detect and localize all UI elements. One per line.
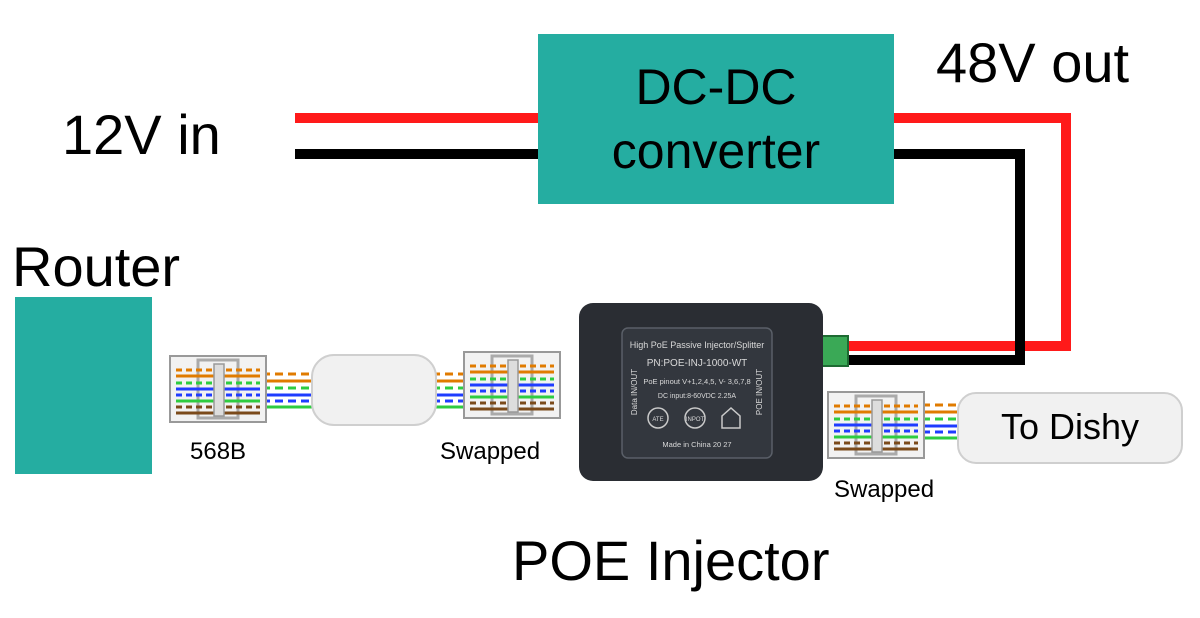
plate-part-number: PN:POE-INJ-1000-WT [647, 358, 748, 369]
dc-dc-converter-box [538, 34, 894, 204]
plate-badge-inpot: INPOT [686, 417, 705, 423]
router-box [15, 297, 152, 474]
rj45-plug-568b [168, 354, 268, 424]
poe-injector-label: POE Injector [512, 529, 830, 592]
power-out-label: 48V out [936, 31, 1130, 94]
to-dishy-label: To Dishy [1000, 406, 1140, 447]
cable-right [922, 403, 962, 440]
cable-left [260, 366, 320, 418]
home-icon [721, 406, 741, 429]
converter-line1: DC-DC [635, 59, 797, 115]
power-in-label: 12V in [62, 103, 221, 166]
ate-badge [647, 407, 669, 429]
plate-brand: High PoE Passive Injector/Splitter [630, 340, 765, 350]
converter-line2: converter [611, 123, 821, 179]
router-label: Router [12, 235, 181, 298]
output-black-wire [846, 149, 1025, 365]
rj45-plug-swapped-right [826, 390, 926, 460]
swapped-right-label: Swapped [834, 476, 935, 503]
swapped-left-label: Swapped [440, 438, 541, 465]
plate-made-in: Made in China 20 27 [662, 440, 731, 449]
output-red-wire [846, 113, 1071, 351]
plate-pinout: PoE pinout V+1,2,4,5, V- 3,6,7,8 [643, 377, 750, 386]
plate-dc-input: DC input:8-60VDC 2.25A [658, 393, 737, 400]
poe-injector-plate [621, 327, 773, 459]
plate-badge-ate: ATE [652, 417, 663, 423]
rj45-plug-swapped-left [462, 350, 562, 420]
to-dishy-plug [957, 392, 1183, 464]
standard-568b-label: 568B [190, 438, 247, 465]
cable-coupler [311, 354, 437, 426]
inpot-badge [684, 407, 706, 429]
plate-port-right: POE IN/OUT [755, 369, 764, 415]
plate-port-left: Data IN/OUT [630, 369, 639, 415]
